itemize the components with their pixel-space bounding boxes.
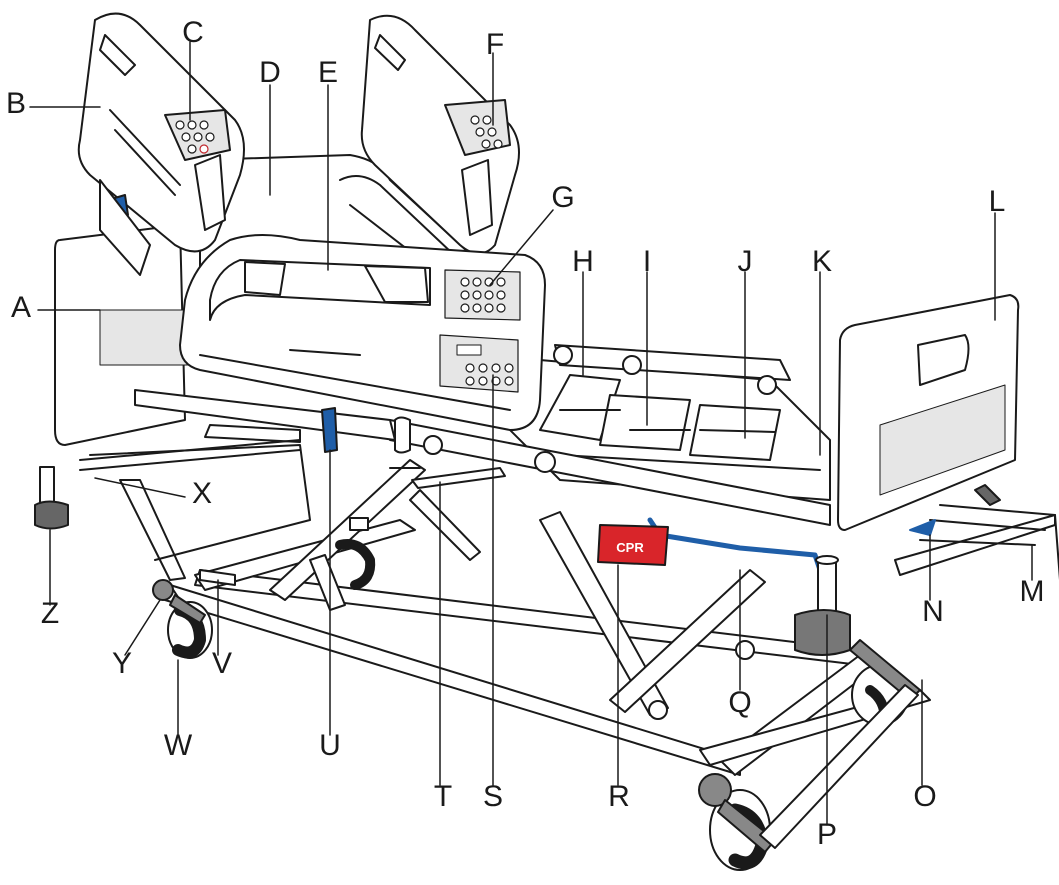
label-t: T bbox=[423, 781, 463, 813]
label-z: Z bbox=[30, 598, 70, 630]
label-u: U bbox=[310, 730, 350, 762]
iv-post bbox=[795, 556, 850, 655]
label-p: P bbox=[807, 819, 847, 851]
label-c: C bbox=[173, 17, 213, 49]
label-h: H bbox=[563, 246, 603, 278]
brake-bar bbox=[650, 520, 935, 570]
label-l: L bbox=[977, 186, 1017, 218]
label-b: B bbox=[0, 88, 36, 120]
label-d: D bbox=[250, 57, 290, 89]
label-m: M bbox=[1012, 576, 1052, 608]
label-g: G bbox=[543, 182, 583, 214]
label-i: I bbox=[627, 246, 667, 278]
label-e: E bbox=[308, 57, 348, 89]
label-x: X bbox=[182, 478, 222, 510]
label-y: Y bbox=[102, 648, 142, 680]
label-s: S bbox=[473, 781, 513, 813]
label-a: A bbox=[1, 292, 41, 324]
label-q: Q bbox=[720, 687, 760, 719]
label-r: R bbox=[599, 781, 639, 813]
label-o: O bbox=[905, 781, 945, 813]
label-f: F bbox=[475, 29, 515, 61]
cpr-label: CPR bbox=[616, 540, 644, 555]
label-v: V bbox=[202, 648, 242, 680]
label-n: N bbox=[913, 596, 953, 628]
headboard bbox=[35, 225, 190, 529]
label-w: W bbox=[158, 730, 198, 762]
cpr-handle: CPR bbox=[598, 525, 668, 565]
label-j: J bbox=[725, 246, 765, 278]
label-k: K bbox=[802, 246, 842, 278]
